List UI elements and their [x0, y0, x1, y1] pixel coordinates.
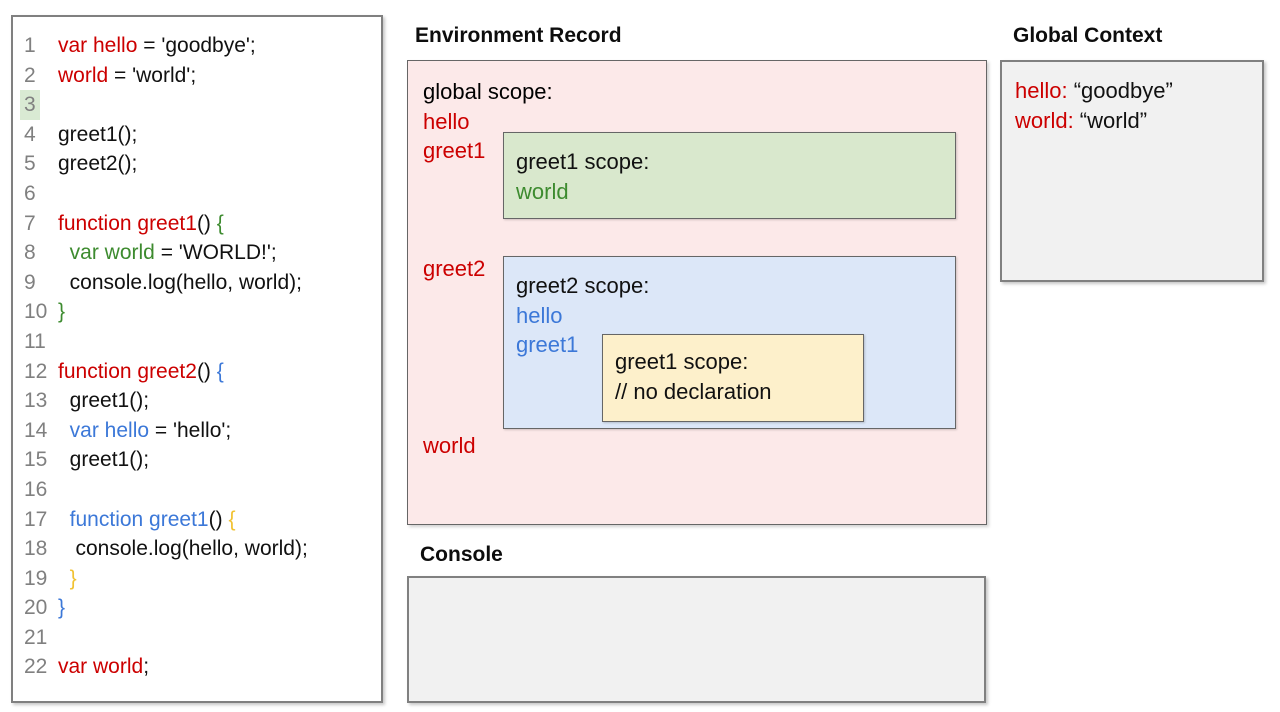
- code-line: 3: [13, 90, 381, 120]
- greet1-nested-scope-box: greet1 scope: // no declaration: [602, 334, 864, 422]
- code-line: 15 greet1();: [13, 445, 381, 475]
- line-number: 3: [20, 90, 40, 120]
- greet2-scope-box: greet2 scope: hello greet1 greet1 scope: …: [503, 256, 956, 429]
- scope-variable: hello: [516, 302, 563, 328]
- line-number: 7: [24, 211, 36, 235]
- global-context-entry: world: “world”: [1015, 107, 1148, 133]
- line-number: 14: [24, 418, 48, 442]
- line-number: 11: [24, 329, 46, 353]
- console-title: Console: [420, 543, 503, 566]
- code-line: 16: [13, 475, 381, 505]
- code-line: 21: [13, 623, 381, 653]
- line-number: 10: [24, 300, 48, 324]
- line-number: 18: [24, 537, 48, 561]
- global-context-title: Global Context: [1013, 24, 1163, 47]
- global-context-entries: hello: “goodbye” world: “world”: [1015, 76, 1262, 135]
- scope-label: global scope:: [423, 79, 553, 104]
- global-scope-box: global scope: hello greet1 greet1 scope: …: [407, 60, 987, 525]
- global-scope-top-vars: hello greet1: [423, 107, 553, 166]
- code-line: 13 greet1();: [13, 386, 381, 416]
- scope-variable: // no declaration: [615, 378, 772, 404]
- global-context-box: hello: “goodbye” world: “world”: [1000, 60, 1264, 282]
- code-line: 20}: [13, 593, 381, 623]
- line-number: 2: [24, 63, 36, 87]
- scope-label: greet2 scope:: [516, 273, 650, 298]
- code-line: 9 console.log(hello, world);: [13, 268, 381, 298]
- greet2-scope-vars: hello greet1: [516, 301, 955, 360]
- global-context-entry: hello: “goodbye”: [1015, 78, 1173, 103]
- line-number: 8: [24, 241, 36, 265]
- code-line: 11: [13, 327, 381, 357]
- scope-variable: greet1: [516, 332, 579, 357]
- line-number: 16: [24, 477, 48, 501]
- line-number: 13: [24, 389, 48, 413]
- scope-variable: hello: [423, 108, 470, 134]
- global-scope-var-greet2: greet2: [423, 256, 486, 281]
- code-line: 17 function greet1() {: [13, 505, 381, 535]
- code-line: 6: [13, 179, 381, 209]
- line-number: 6: [24, 181, 36, 205]
- line-number: 20: [24, 596, 48, 620]
- line-number: 5: [24, 152, 36, 176]
- line-number: 9: [24, 270, 36, 294]
- global-scope-var-world: world: [423, 433, 476, 458]
- code-line: 14 var hello = 'hello';: [13, 416, 381, 446]
- scope-label: greet1 scope:: [615, 349, 749, 374]
- code-line: 19 }: [13, 564, 381, 594]
- code-line: 8 var world = 'WORLD!';: [13, 238, 381, 268]
- line-number: 17: [24, 507, 48, 531]
- line-number: 1: [24, 34, 36, 57]
- line-number: 19: [24, 566, 48, 590]
- scope-variable: greet1: [423, 138, 486, 163]
- line-number: 12: [24, 359, 48, 383]
- greet1-scope-vars: world: [516, 177, 955, 207]
- code-line: 10}: [13, 297, 381, 327]
- scope-variable: world: [516, 178, 569, 204]
- line-number: 15: [24, 448, 48, 472]
- greet1-scope-box: greet1 scope: world: [503, 132, 956, 219]
- line-number: 21: [24, 625, 48, 649]
- global-scope-header: global scope: hello greet1: [423, 77, 553, 166]
- console-output-box: [407, 576, 986, 703]
- scope-label: greet1 scope:: [516, 149, 650, 174]
- environment-record-title: Environment Record: [415, 24, 622, 47]
- line-number: 4: [24, 122, 36, 146]
- line-number: 22: [24, 655, 48, 679]
- greet1-nested-scope-vars: // no declaration: [615, 377, 863, 407]
- code-line: 18 console.log(hello, world);: [13, 534, 381, 564]
